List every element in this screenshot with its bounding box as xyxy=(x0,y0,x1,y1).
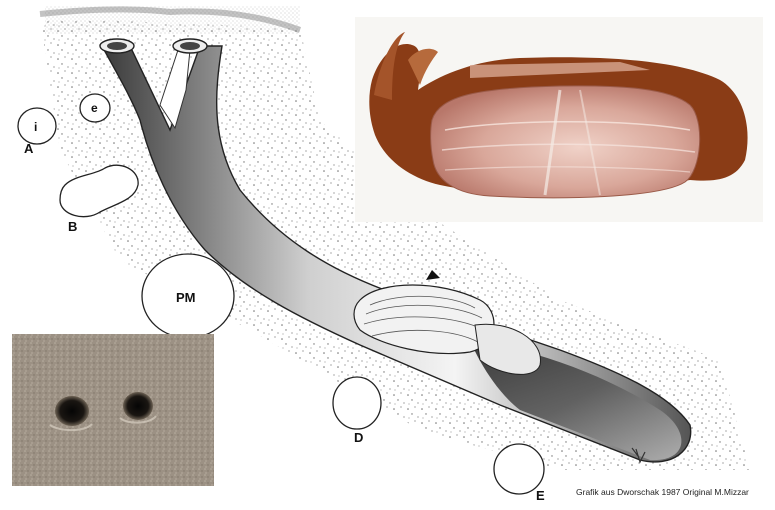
label-a: A xyxy=(24,141,34,156)
label-d: D xyxy=(354,430,363,445)
razor-clam-photo xyxy=(355,17,763,222)
label-e-deep: E xyxy=(536,488,545,503)
label-pm: PM xyxy=(176,290,196,305)
surface-texture xyxy=(45,6,300,34)
burrow-hole-right xyxy=(123,392,153,420)
label-e: e xyxy=(91,101,98,115)
label-i: i xyxy=(34,120,37,134)
label-b: B xyxy=(68,219,77,234)
burrow-hole-left xyxy=(55,396,89,426)
figure-caption: Grafik aus Dworschak 1987 Original M.Miz… xyxy=(576,487,749,497)
burrow-openings-photo xyxy=(12,334,214,486)
section-e-deep xyxy=(494,444,544,494)
section-d xyxy=(333,377,381,429)
